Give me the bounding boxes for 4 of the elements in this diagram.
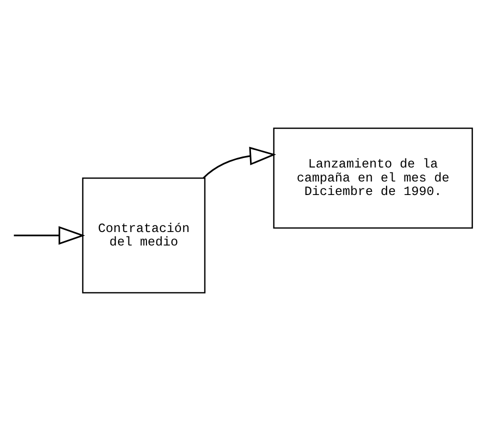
node-box: Contratación del medio [82,178,206,294]
arrow [14,226,86,245]
node-box: Lanzamiento de la campaña en el mes de Diciembre de 1990. [273,128,473,229]
arrow [202,146,276,179]
